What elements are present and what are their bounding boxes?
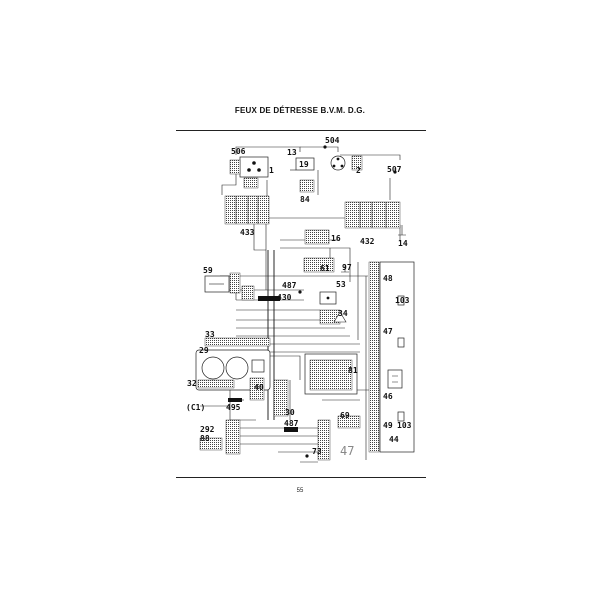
component-53 <box>319 291 337 305</box>
component-88 <box>199 437 223 451</box>
label-16: 16 <box>331 234 341 243</box>
component-30 <box>273 379 289 417</box>
component-59 <box>204 272 241 294</box>
page-number: 55 <box>296 488 304 494</box>
component-487b <box>284 427 298 432</box>
label-47: 47 <box>383 327 393 336</box>
component-495 <box>228 398 242 402</box>
top-rule <box>176 130 426 131</box>
component-487a <box>298 290 302 294</box>
component-14-ground <box>398 225 406 236</box>
label-432: 432 <box>360 237 375 246</box>
label-46: 46 <box>383 392 393 401</box>
component-73 <box>305 454 309 458</box>
label-84: 84 <box>300 195 310 204</box>
label-33: 33 <box>205 330 215 339</box>
label-29: 29 <box>199 346 209 355</box>
component-lower-connector <box>317 419 331 461</box>
label-32: 32 <box>187 379 197 388</box>
component-2-lamp <box>330 155 363 171</box>
component-1-switch <box>229 159 241 175</box>
component-97-ground <box>341 264 349 273</box>
label-13: 13 <box>287 148 297 157</box>
component-81 <box>304 353 358 395</box>
label-103a: 103 <box>395 296 410 305</box>
label-34: 34 <box>338 309 348 318</box>
component-432 <box>344 201 401 229</box>
component-16-unit <box>304 229 330 245</box>
component-69 <box>337 415 361 429</box>
label-53: 53 <box>336 280 346 289</box>
label-59: 59 <box>203 266 213 275</box>
label-292: 292 <box>200 425 215 434</box>
label-433: 433 <box>240 228 255 237</box>
component-33-instrument-bar <box>204 337 271 347</box>
label-81: 81 <box>348 366 358 375</box>
component-19-relay <box>290 157 315 171</box>
component-430-connector <box>241 285 280 301</box>
component-84 <box>299 179 315 193</box>
label-61: 61 <box>320 264 330 273</box>
label-19: 19 <box>299 160 309 169</box>
component-504 <box>323 145 327 149</box>
label-40: 40 <box>254 383 264 392</box>
label-103b: 103 <box>397 421 412 430</box>
label-48: 48 <box>383 274 393 283</box>
label-495: 495 <box>226 403 241 412</box>
label-504: 504 <box>325 136 340 145</box>
component-34 <box>319 309 347 325</box>
label-c1: (C1) <box>186 403 205 412</box>
label-1: 1 <box>269 166 274 175</box>
component-507 <box>393 170 397 174</box>
label-30: 30 <box>285 408 295 417</box>
fuse-box-column <box>368 261 415 453</box>
component-40 <box>249 377 265 401</box>
label-14: 14 <box>398 239 408 248</box>
label-97: 97 <box>342 263 352 272</box>
label-507: 507 <box>387 165 402 174</box>
page-title: FEUX DE DÉTRESSE B.V.M. D.G. <box>234 106 366 115</box>
label-49: 49 <box>383 421 393 430</box>
component-433 <box>224 195 270 225</box>
label-44: 44 <box>389 435 399 444</box>
label-487a: 487 <box>282 281 297 290</box>
label-69: 69 <box>340 411 350 420</box>
label-47b: 47 <box>340 444 354 458</box>
component-labels: 506 504 507 13 19 1 2 84 433 432 14 16 6… <box>186 136 412 458</box>
component-506 <box>239 156 269 189</box>
label-487b: 487 <box>284 419 299 428</box>
label-2: 2 <box>356 166 361 175</box>
component-61 <box>303 257 335 273</box>
label-506: 506 <box>231 147 246 156</box>
bottom-rule <box>176 477 426 478</box>
component-292-connector <box>225 419 241 455</box>
label-88: 88 <box>200 434 210 443</box>
label-73: 73 <box>312 447 322 456</box>
label-430: 430 <box>277 293 292 302</box>
